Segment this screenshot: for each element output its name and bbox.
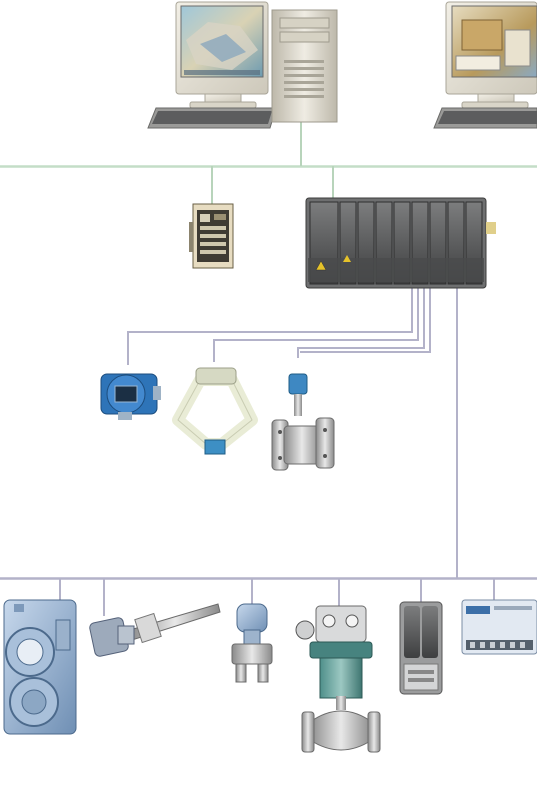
coriolis-flowmeter-icon [172, 367, 258, 455]
workstation-left-icon [147, 1, 338, 129]
io-card-icon [189, 203, 234, 269]
fieldbus-io-module-icon [461, 599, 537, 655]
control-valve-icon [295, 605, 381, 753]
controller-rack-icon [305, 197, 496, 289]
workstation-right-icon [433, 1, 537, 129]
power-conditioner-icon [399, 601, 443, 695]
fieldbus-segment-line [0, 577, 537, 616]
vortex-flowmeter-icon [271, 373, 335, 471]
level-probe-icon [89, 603, 221, 657]
gas-analyzer-icon [3, 599, 77, 735]
controller-io-wiring [127, 280, 458, 578]
field-transmitter-icon [100, 373, 161, 420]
pressure-transmitter-icon [231, 603, 273, 683]
ethernet-network-line [0, 120, 537, 204]
